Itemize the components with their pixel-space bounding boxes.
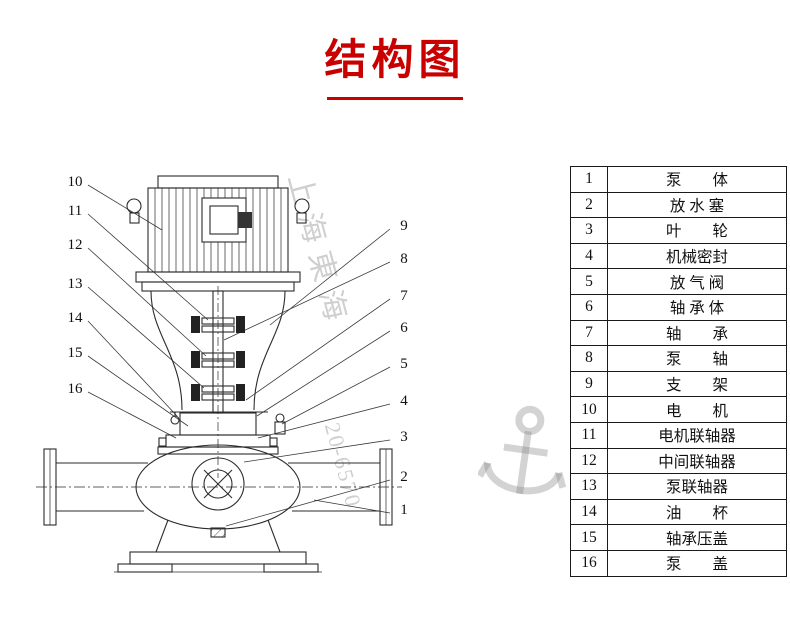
bearing-housing [170, 412, 286, 436]
part-name: 轴 承 体 [607, 293, 787, 321]
part-number: 2 [570, 191, 608, 219]
part-name: 泵 盖 [607, 549, 787, 577]
callout-12: 12 [67, 237, 83, 253]
callout-13: 13 [67, 276, 83, 292]
part-number: 7 [570, 319, 608, 347]
part-number: 9 [570, 370, 608, 398]
callout-7: 7 [400, 288, 408, 304]
callout-11: 11 [67, 203, 83, 219]
part-number: 14 [570, 498, 608, 526]
part-name: 电机联轴器 [607, 421, 787, 449]
part-name: 放 气 阀 [607, 268, 787, 295]
part-number: 1 [570, 166, 608, 193]
part-number: 8 [570, 345, 608, 372]
callout-1: 1 [400, 502, 408, 518]
callout-6: 6 [400, 320, 408, 336]
part-number: 6 [570, 293, 608, 321]
part-name: 油 杯 [607, 498, 787, 526]
shaft-and-couplings [191, 286, 245, 478]
motor [126, 175, 310, 292]
part-number: 10 [570, 396, 608, 423]
part-name: 泵 体 [607, 166, 787, 193]
anchor-watermark-icon [476, 402, 570, 527]
part-number: 3 [570, 217, 608, 244]
callout-4: 4 [400, 393, 408, 409]
part-name: 支 架 [607, 370, 787, 398]
callout-16: 16 [67, 381, 83, 397]
part-number: 15 [570, 524, 608, 551]
callout-14: 14 [67, 310, 83, 326]
callout-2: 2 [400, 469, 408, 485]
callout-3: 3 [400, 429, 408, 445]
volute-casing [36, 444, 402, 538]
part-name: 叶 轮 [607, 217, 787, 244]
part-name: 中间联轴器 [607, 447, 787, 475]
part-number: 4 [570, 242, 608, 270]
part-name: 电 机 [607, 396, 787, 423]
part-name: 轴 承 [607, 319, 787, 347]
part-number: 16 [570, 549, 608, 577]
part-number: 11 [570, 421, 608, 449]
pump-cover [157, 434, 279, 455]
page-title: 结构图 [324, 36, 466, 83]
title-underline [327, 97, 463, 100]
callout-8: 8 [400, 251, 408, 267]
part-name: 机械密封 [607, 242, 787, 270]
part-name: 泵联轴器 [607, 473, 787, 500]
base-plate [114, 519, 322, 573]
callout-10: 10 [67, 174, 83, 190]
part-number: 13 [570, 473, 608, 500]
part-name: 泵 轴 [607, 345, 787, 372]
pump-structure-diagram: 10 11 12 13 14 15 16 9 8 7 6 5 4 3 2 1 [30, 160, 460, 622]
part-name: 轴承压盖 [607, 524, 787, 551]
callout-15: 15 [67, 345, 83, 361]
part-number: 12 [570, 447, 608, 475]
support-bracket [150, 290, 286, 413]
callout-5: 5 [400, 356, 408, 372]
part-name: 放 水 塞 [607, 191, 787, 219]
callout-9: 9 [400, 218, 408, 234]
part-number: 5 [570, 268, 608, 295]
pump-diagram-drawing [36, 175, 402, 573]
leader-lines [87, 184, 391, 527]
